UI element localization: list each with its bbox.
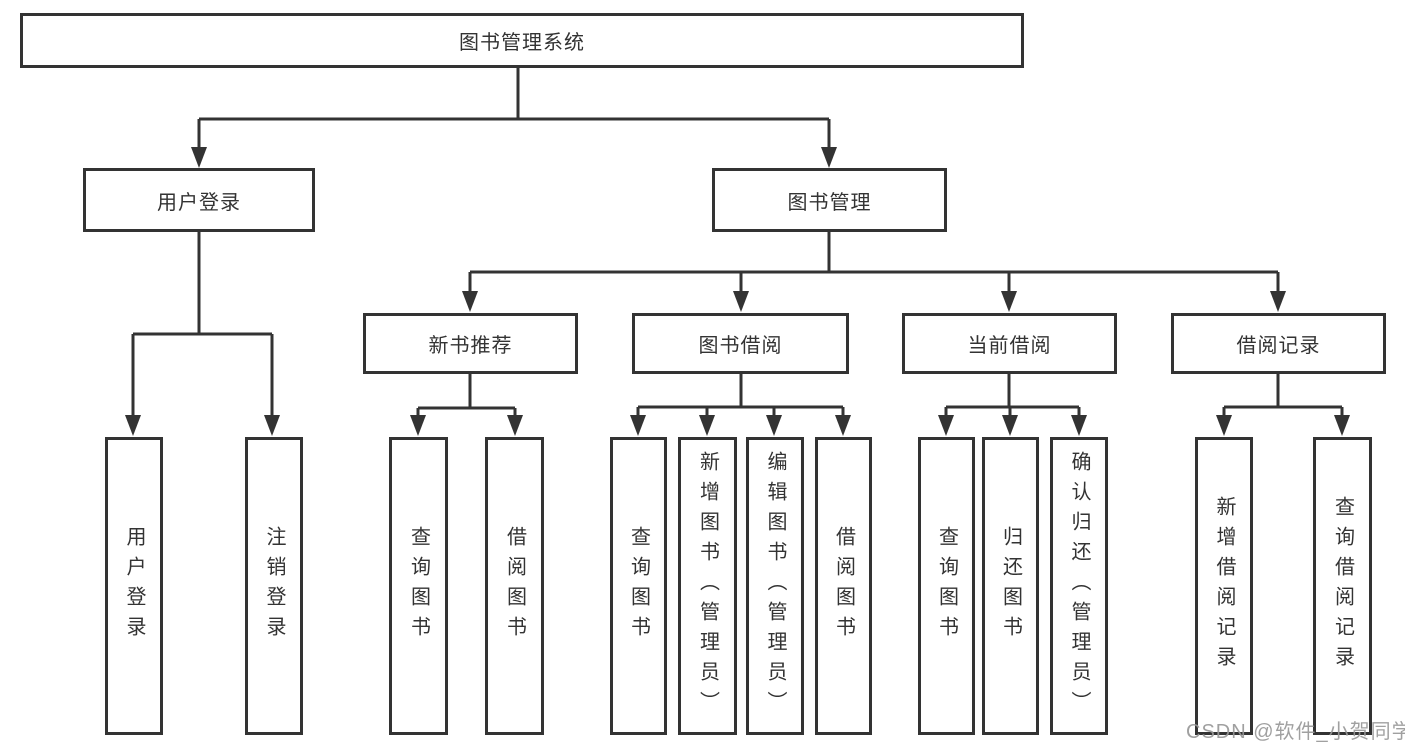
leaf-add-borrow-record-label: 新增借阅记录 — [1213, 496, 1235, 676]
connector-borrow-to-leaves — [636, 374, 845, 420]
arrowheads-userlogin-leaves — [125, 415, 280, 436]
leaf-edit-book-admin-label: 编辑图书（管理员） — [764, 451, 786, 721]
leaf-query-book-recommend-label: 查询图书 — [407, 526, 430, 646]
connector-bookmgmt-to-level3 — [468, 232, 1280, 296]
node-root-label: 图书管理系统 — [459, 32, 585, 54]
node-user-login-label: 用户登录 — [157, 191, 241, 214]
node-book-management-label: 图书管理 — [787, 191, 872, 214]
leaf-query-borrow-record-label: 查询借阅记录 — [1331, 496, 1354, 676]
leaf-query-borrow-record: 查询借阅记录 — [1313, 437, 1372, 735]
arrowheads-level2 — [191, 147, 837, 168]
leaf-user-login: 用户登录 — [105, 437, 163, 735]
leaf-borrow-book-recommend: 借阅图书 — [485, 437, 544, 735]
arrowheads-borrow-leaves — [630, 415, 851, 436]
node-new-book-recommend-label: 新书推荐 — [428, 335, 513, 357]
leaf-logout: 注销登录 — [245, 437, 303, 735]
node-current-borrow-label: 当前借阅 — [967, 335, 1052, 357]
leaf-query-book-borrow: 查询图书 — [610, 437, 667, 735]
leaf-query-book-recommend: 查询图书 — [389, 437, 448, 735]
connector-newbook-to-leaves — [416, 374, 517, 420]
node-root: 图书管理系统 — [20, 13, 1024, 68]
leaf-edit-book-admin: 编辑图书（管理员） — [746, 437, 804, 735]
arrowheads-current-leaves — [938, 415, 1087, 436]
leaf-logout-label: 注销登录 — [263, 526, 285, 646]
connector-root-to-level2 — [197, 68, 831, 152]
leaf-return-book-label: 归还图书 — [999, 526, 1022, 646]
leaf-borrow-book-recommend-label: 借阅图书 — [503, 526, 526, 646]
connector-current-to-leaves — [944, 374, 1081, 420]
node-new-book-recommend: 新书推荐 — [363, 313, 578, 374]
arrowheads-records-leaves — [1216, 415, 1350, 436]
leaf-query-book-current: 查询图书 — [918, 437, 975, 735]
leaf-query-book-current-label: 查询图书 — [935, 526, 958, 646]
csdn-watermark: CSDN @软件_小贺同学 — [1186, 721, 1405, 743]
node-current-borrow: 当前借阅 — [902, 313, 1117, 374]
arrowheads-newbook-leaves — [410, 415, 523, 436]
leaf-user-login-label: 用户登录 — [123, 526, 145, 646]
connector-records-to-leaves — [1222, 374, 1344, 420]
node-book-borrow: 图书借阅 — [632, 313, 849, 374]
leaf-confirm-return-admin: 确认归还（管理员） — [1050, 437, 1108, 735]
node-user-login: 用户登录 — [83, 168, 315, 232]
leaf-return-book: 归还图书 — [982, 437, 1039, 735]
node-borrow-records: 借阅记录 — [1171, 313, 1386, 374]
leaf-borrow-book: 借阅图书 — [815, 437, 872, 735]
node-borrow-records-label: 借阅记录 — [1236, 335, 1321, 357]
leaf-add-book-admin: 新增图书（管理员） — [678, 437, 737, 735]
leaf-add-book-admin-label: 新增图书（管理员） — [696, 451, 719, 721]
leaf-confirm-return-admin-label: 确认归还（管理员） — [1068, 451, 1090, 721]
leaf-add-borrow-record: 新增借阅记录 — [1195, 437, 1253, 735]
arrowheads-level3 — [462, 291, 1286, 312]
connector-userlogin-to-leaves — [131, 232, 274, 420]
node-book-borrow-label: 图书借阅 — [698, 335, 783, 357]
leaf-borrow-book-label: 借阅图书 — [832, 526, 855, 646]
node-book-management: 图书管理 — [712, 168, 947, 232]
leaf-query-book-borrow-label: 查询图书 — [627, 526, 650, 646]
